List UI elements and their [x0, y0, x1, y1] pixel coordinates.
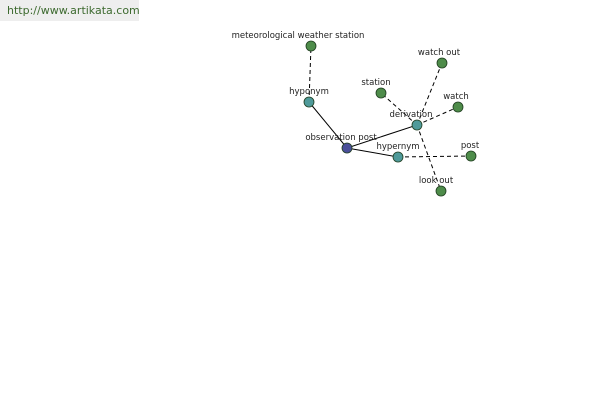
node-look-out[interactable]: look out	[419, 176, 454, 197]
node-marker-watch[interactable]	[452, 101, 464, 113]
edge-observation-post-to-hyponym	[308, 101, 348, 149]
edge-derivation-to-look-out	[416, 124, 442, 192]
node-label-hyponym[interactable]: hyponym	[289, 87, 329, 97]
node-hypernym[interactable]: hypernym	[376, 142, 420, 163]
edge-observation-post-to-derivation	[346, 124, 418, 149]
node-label-observation-post[interactable]: observation post	[305, 133, 377, 143]
site-url-banner[interactable]: http://www.artikata.com	[0, 0, 140, 21]
edge-hyponym-to-meteorological-weather-station	[308, 45, 312, 103]
node-label-station[interactable]: station	[361, 78, 390, 88]
node-marker-meteorological-weather-station[interactable]	[305, 40, 317, 52]
node-marker-watch-out[interactable]	[436, 57, 448, 69]
node-label-meteorological-weather-station[interactable]: meteorological weather station	[232, 31, 365, 41]
node-observation-post[interactable]: observation post	[305, 133, 377, 154]
node-marker-observation-post[interactable]	[341, 142, 353, 154]
edge-derivation-to-station	[380, 92, 418, 126]
node-meteorological-weather-station[interactable]: meteorological weather station	[232, 31, 365, 52]
node-marker-hyponym[interactable]	[303, 96, 315, 108]
node-watch[interactable]: watch	[443, 92, 469, 113]
node-label-post[interactable]: post	[461, 141, 480, 151]
site-url-link[interactable]: http://www.artikata.com	[7, 4, 140, 17]
node-watch-out[interactable]: watch out	[418, 48, 461, 69]
node-derivation[interactable]: derivation	[389, 110, 433, 131]
node-marker-post[interactable]	[465, 150, 477, 162]
node-layer: observation post hyponym derivation hyperny…	[232, 31, 480, 197]
node-marker-hypernym[interactable]	[392, 151, 404, 163]
node-label-look-out[interactable]: look out	[419, 176, 454, 186]
node-station[interactable]: station	[361, 78, 391, 99]
edge-observation-post-to-hypernym	[346, 147, 399, 158]
node-marker-station[interactable]	[375, 87, 387, 99]
node-marker-look-out[interactable]	[435, 185, 447, 197]
node-marker-derivation[interactable]	[411, 119, 423, 131]
node-label-hypernym[interactable]: hypernym	[376, 142, 419, 152]
node-label-watch-out[interactable]: watch out	[418, 48, 461, 58]
edge-hypernym-to-post	[397, 155, 472, 158]
edge-layer	[308, 45, 472, 192]
node-label-watch[interactable]: watch	[443, 92, 469, 102]
node-post[interactable]: post	[461, 141, 480, 162]
edge-derivation-to-watch	[416, 106, 459, 126]
node-hyponym[interactable]: hyponym	[289, 87, 329, 108]
node-label-derivation[interactable]: derivation	[389, 110, 432, 120]
